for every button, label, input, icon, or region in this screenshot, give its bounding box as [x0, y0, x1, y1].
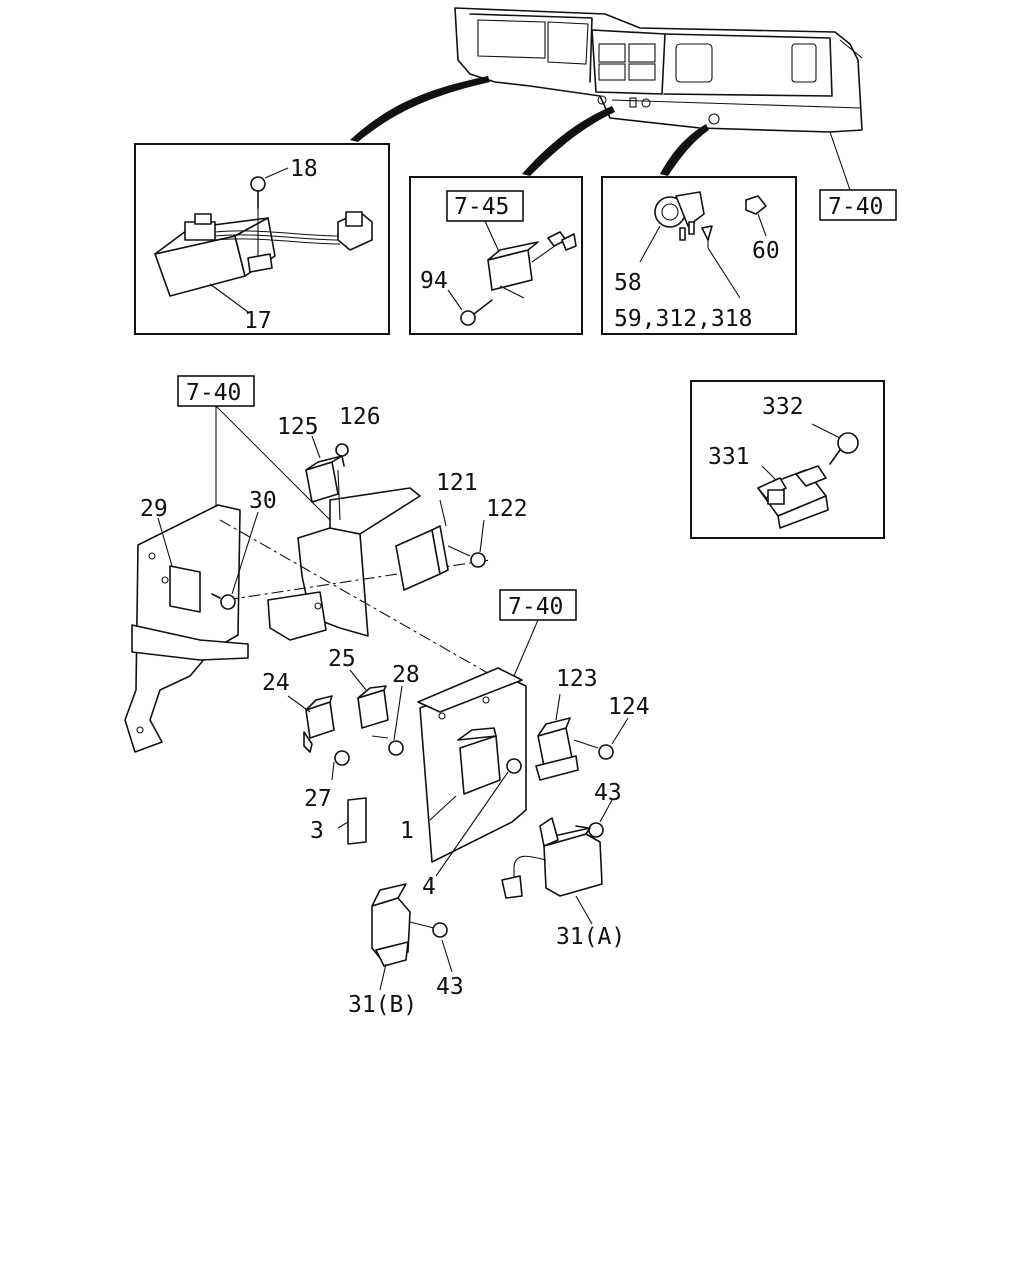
- ref-7-45-label: 7-45: [454, 194, 509, 220]
- callout-122: 122: [486, 496, 528, 522]
- callout-27: 27: [304, 786, 332, 812]
- detail-box-flasher: [409, 176, 583, 335]
- callout-30: 30: [249, 488, 277, 514]
- detail-box-control-unit: [134, 143, 390, 335]
- callout-43-lower: 43: [436, 974, 464, 1000]
- callout-58: 58: [614, 270, 642, 296]
- callout-1: 1: [400, 818, 414, 844]
- callout-94: 94: [420, 268, 448, 294]
- callout-126: 126: [339, 404, 381, 430]
- detail-box-buzzer: [601, 176, 797, 335]
- ref-7-40-mid-label: 7-40: [508, 594, 563, 620]
- callout-59-312-318: 59,312,318: [614, 306, 752, 332]
- callout-29: 29: [140, 496, 168, 522]
- callout-17: 17: [244, 308, 272, 334]
- callout-25: 25: [328, 646, 356, 672]
- callout-125: 125: [277, 414, 319, 440]
- detail-box-relay-331: [690, 380, 885, 539]
- callout-123: 123: [556, 666, 598, 692]
- callout-60: 60: [752, 238, 780, 264]
- callout-3: 3: [310, 818, 324, 844]
- dashboard-illustration: [454, 7, 863, 133]
- callout-18: 18: [290, 156, 318, 182]
- ref-7-40-left-label: 7-40: [186, 380, 241, 406]
- callout-28: 28: [392, 662, 420, 688]
- callout-121: 121: [436, 470, 478, 496]
- callout-labels: 18 17 94 58 60 59,312,318 125 126 121 12…: [140, 156, 883, 1018]
- callout-43-upper: 43: [594, 780, 622, 806]
- ref-box-7-40-mid: [499, 589, 577, 621]
- callout-24: 24: [262, 670, 290, 696]
- main-relay-assembly: [124, 375, 629, 991]
- callout-124: 124: [608, 694, 650, 720]
- callout-4: 4: [422, 874, 436, 900]
- ref-7-40-top-label: 7-40: [828, 194, 883, 220]
- callout-332: 332: [762, 394, 804, 420]
- callout-31a: 31(A): [556, 924, 625, 950]
- callout-331: 331: [708, 444, 750, 470]
- callout-31b: 31(B): [348, 992, 417, 1018]
- ref-box-7-40-top: [819, 189, 897, 221]
- leader-arrows: [350, 76, 851, 191]
